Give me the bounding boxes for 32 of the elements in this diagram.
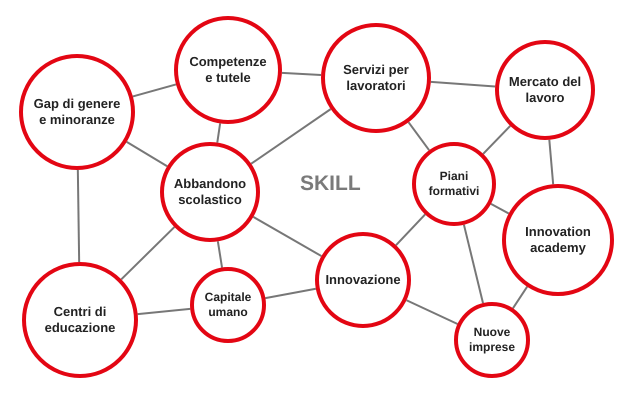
connector-line [126, 141, 168, 168]
connector-line [512, 286, 528, 309]
node-label: Piani formativi [428, 169, 480, 199]
connector-line [395, 214, 426, 246]
center-label: SKILL [300, 172, 361, 196]
connector-line [216, 123, 222, 143]
connector-line [265, 288, 316, 300]
connector-line [252, 216, 322, 257]
connector-line [408, 122, 430, 151]
connector-line [120, 226, 176, 280]
connector-line [430, 80, 496, 88]
connector-line [462, 224, 484, 304]
node-label: Capitale umano [204, 290, 252, 320]
connector-line [482, 125, 511, 155]
node-label: Mercato del lavoro [508, 74, 582, 106]
connector-line [490, 203, 510, 214]
connector-line [138, 308, 190, 316]
node-label: Innovazione [324, 272, 402, 288]
connector-line [250, 108, 332, 165]
connector-line [548, 140, 554, 184]
node-label: Servizi per lavoratori [342, 62, 410, 94]
node-label: Centri di educazione [44, 304, 116, 336]
node-label: Nuove imprese [468, 325, 516, 355]
node-label: Gap di genere e minoranze [32, 96, 122, 128]
connector-line [76, 170, 80, 262]
node-label: Abbandono scolastico [172, 176, 248, 208]
node-label: Competenze e tutele [188, 54, 268, 86]
connector-line [282, 72, 322, 76]
node-label: Innovation academy [524, 224, 592, 256]
connector-line [216, 241, 223, 268]
connector-line [406, 299, 458, 325]
connector-line [132, 84, 176, 98]
